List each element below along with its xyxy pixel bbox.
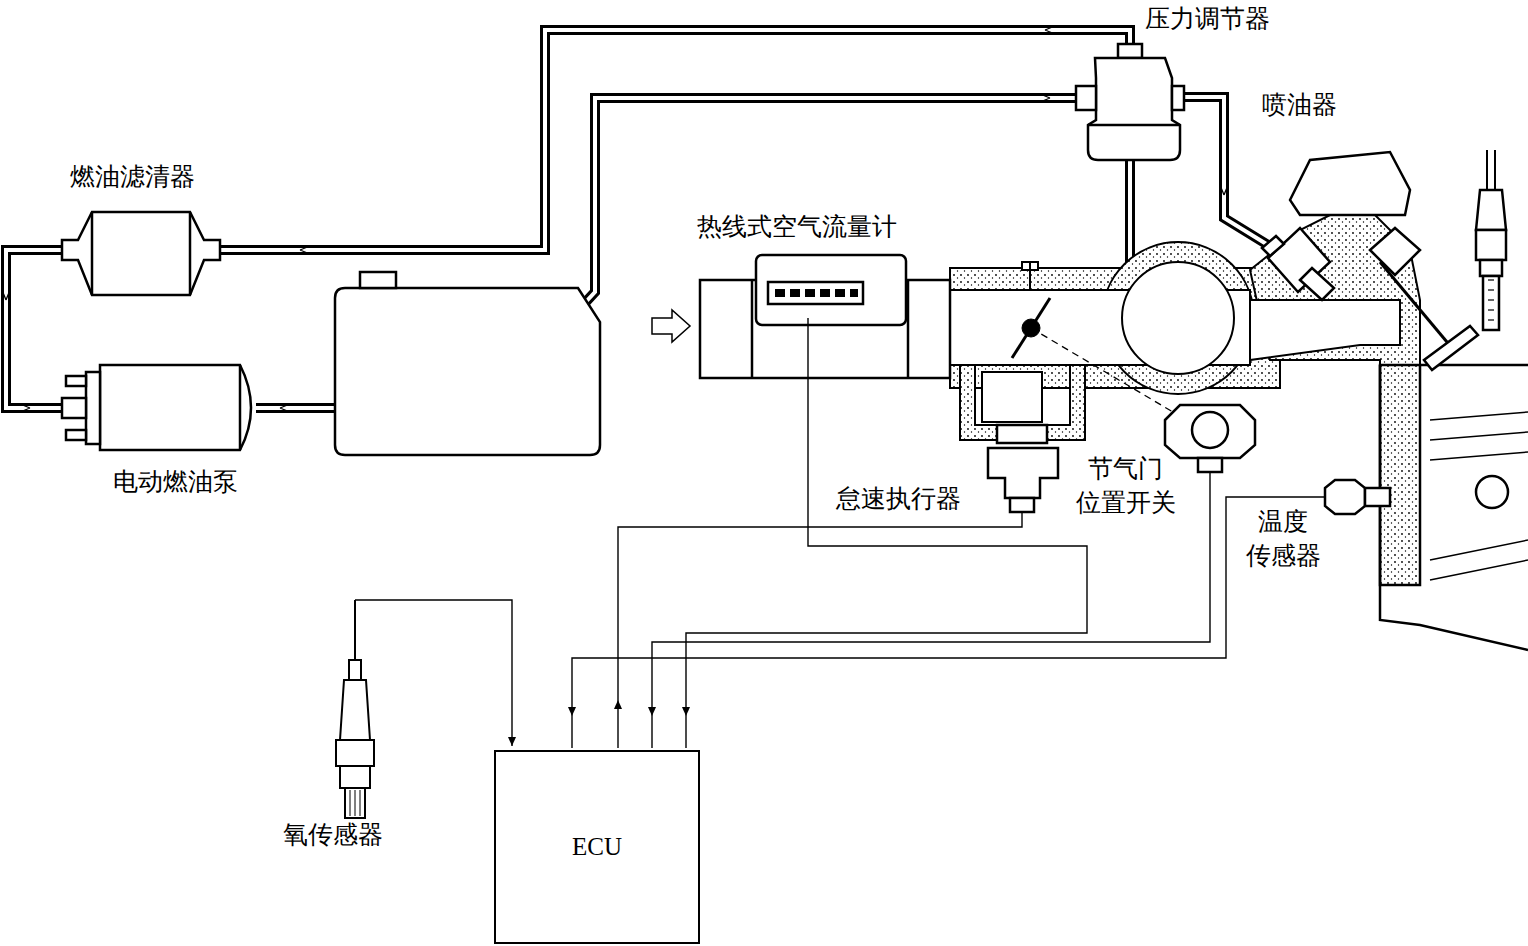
- part-name: 电动燃油泵: [113, 465, 238, 499]
- part-name: 温度 传感器: [1238, 505, 1328, 573]
- part-name: 喷油器: [1262, 88, 1337, 122]
- part-name: 怠速执行器: [836, 482, 961, 516]
- unit-name: ECU: [572, 833, 622, 861]
- part-name: 热线式空气流量计: [697, 210, 897, 244]
- part-name: 压力调节器: [1145, 2, 1270, 36]
- control-unit-box: ECU: [494, 750, 700, 944]
- part-name: 氧传感器: [283, 818, 383, 852]
- part-name: 燃油滤清器: [70, 160, 195, 194]
- part-name: 节气门 位置开关: [1068, 452, 1183, 520]
